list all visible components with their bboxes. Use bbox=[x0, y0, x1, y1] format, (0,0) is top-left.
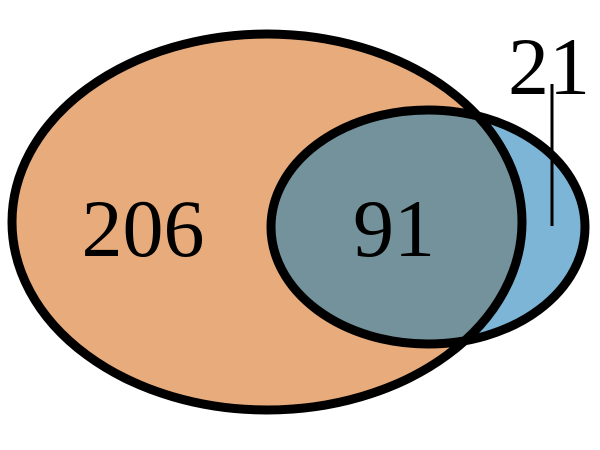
right-only-count: 21 bbox=[508, 21, 590, 112]
left-only-count: 206 bbox=[82, 183, 205, 274]
intersection-count: 91 bbox=[353, 183, 435, 274]
set-right-outline bbox=[266, 105, 590, 349]
set-left-outline bbox=[7, 29, 527, 415]
